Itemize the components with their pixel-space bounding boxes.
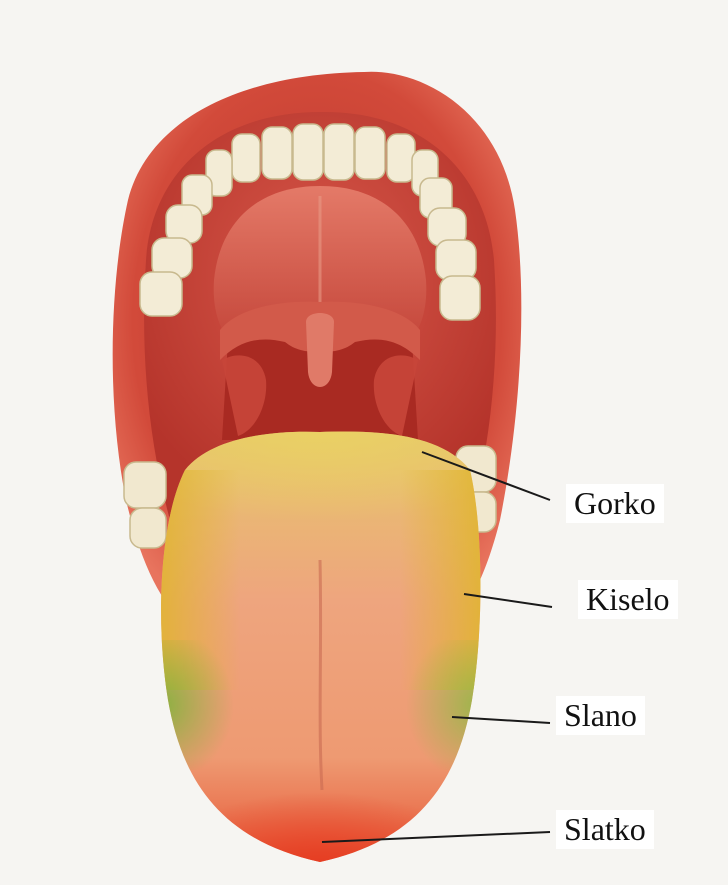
label-sweet: Slatko — [556, 810, 654, 849]
uvula — [306, 313, 334, 387]
label-bitter: Gorko — [566, 484, 664, 523]
tongue — [150, 420, 490, 870]
label-sour: Kiselo — [578, 580, 678, 619]
label-salty: Slano — [556, 696, 645, 735]
